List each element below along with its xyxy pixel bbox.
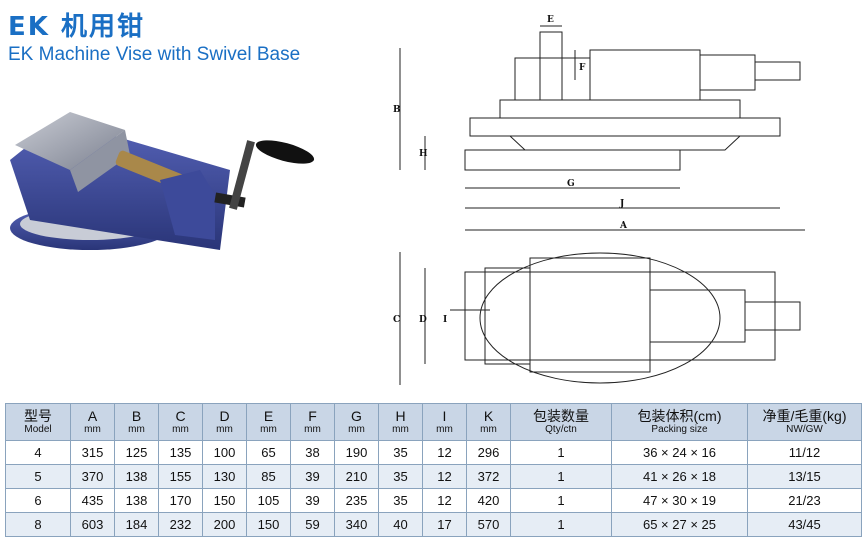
dim-label-h: H: [419, 149, 428, 159]
table-cell: 1: [510, 512, 612, 537]
column-header: 净重/毛重(kg)NW/GW: [747, 403, 862, 441]
dim-label-j: J: [619, 199, 624, 209]
table-cell: 11/12: [747, 440, 862, 465]
page-title-chinese: EK 机用钳: [8, 12, 145, 42]
dim-label-e: E: [547, 15, 554, 25]
dim-label-g: G: [567, 179, 575, 189]
table-cell: 6: [5, 488, 71, 513]
table-cell: 36 × 24 × 16: [611, 440, 748, 465]
page-title-english: EK Machine Vise with Swivel Base: [8, 44, 301, 65]
table-cell: 130: [202, 464, 247, 489]
table-cell: 35: [378, 440, 423, 465]
table-cell: 85: [246, 464, 291, 489]
table-cell: 420: [466, 488, 511, 513]
table-cell: 12: [422, 440, 467, 465]
table-cell: 65 × 27 × 25: [611, 512, 748, 537]
table-cell: 35: [378, 464, 423, 489]
table-cell: 570: [466, 512, 511, 537]
table-cell: 17: [422, 512, 467, 537]
table-cell: 1: [510, 488, 612, 513]
table-cell: 65: [246, 440, 291, 465]
table-cell: 138: [114, 464, 159, 489]
table-cell: 370: [70, 464, 115, 489]
dim-label-d: D: [419, 315, 427, 325]
table-cell: 210: [334, 464, 379, 489]
dim-label-a: A: [619, 221, 628, 231]
table-cell: 8: [5, 512, 71, 537]
table-cell: 138: [114, 488, 159, 513]
table-cell: 39: [290, 464, 335, 489]
dim-label-c: C: [393, 315, 400, 325]
table-cell: 21/23: [747, 488, 862, 513]
table-cell: 125: [114, 440, 159, 465]
table-cell: 184: [114, 512, 159, 537]
table-cell: 41 × 26 × 18: [611, 464, 748, 489]
table-cell: 35: [378, 488, 423, 513]
table-cell: 170: [158, 488, 203, 513]
technical-drawing: B H G J A E F C D I: [393, 15, 805, 385]
table-cell: 5: [5, 464, 71, 489]
table-cell: 40: [378, 512, 423, 537]
table-cell: 200: [202, 512, 247, 537]
table-cell: 43/45: [747, 512, 862, 537]
table-cell: 340: [334, 512, 379, 537]
table-cell: 1: [510, 464, 612, 489]
table-cell: 155: [158, 464, 203, 489]
table-cell: 47 × 30 × 19: [611, 488, 748, 513]
table-cell: 372: [466, 464, 511, 489]
table-cell: 38: [290, 440, 335, 465]
table-cell: 150: [202, 488, 247, 513]
table-cell: 4: [5, 440, 71, 465]
table-cell: 105: [246, 488, 291, 513]
table-cell: 150: [246, 512, 291, 537]
table-cell: 296: [466, 440, 511, 465]
table-cell: 235: [334, 488, 379, 513]
table-cell: 1: [510, 440, 612, 465]
table-cell: 190: [334, 440, 379, 465]
table-cell: 59: [290, 512, 335, 537]
table-cell: 603: [70, 512, 115, 537]
table-cell: 232: [158, 512, 203, 537]
vise-product-photo: [10, 112, 315, 250]
table-cell: 315: [70, 440, 115, 465]
dim-label-f: F: [579, 63, 586, 73]
table-cell: 39: [290, 488, 335, 513]
table-cell: 12: [422, 464, 467, 489]
column-header: 包装体积(cm)Packing size: [611, 403, 748, 441]
dim-label-i: I: [443, 315, 447, 325]
table-cell: 135: [158, 440, 203, 465]
table-cell: 435: [70, 488, 115, 513]
table-cell: 13/15: [747, 464, 862, 489]
dim-label-b: B: [393, 105, 401, 115]
table-cell: 12: [422, 488, 467, 513]
table-cell: 100: [202, 440, 247, 465]
